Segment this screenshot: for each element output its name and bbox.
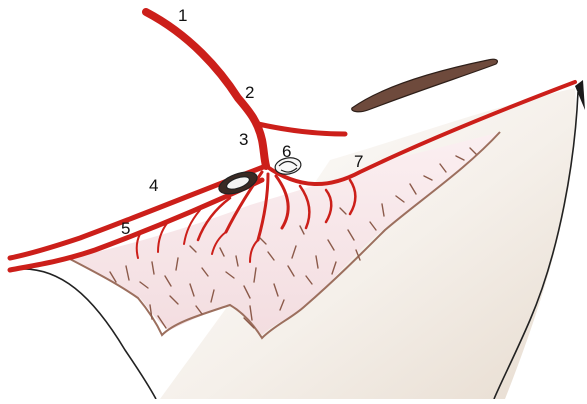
label-3: 3 bbox=[239, 131, 248, 148]
vessel-right-upper-branch bbox=[258, 124, 345, 134]
label-5: 5 bbox=[121, 220, 130, 237]
upper-dark-structure bbox=[352, 59, 498, 112]
label-1: 1 bbox=[178, 7, 187, 24]
label-2: 2 bbox=[245, 84, 254, 101]
label-6: 6 bbox=[282, 143, 291, 160]
label-7: 7 bbox=[354, 153, 363, 170]
label-4: 4 bbox=[149, 177, 158, 194]
